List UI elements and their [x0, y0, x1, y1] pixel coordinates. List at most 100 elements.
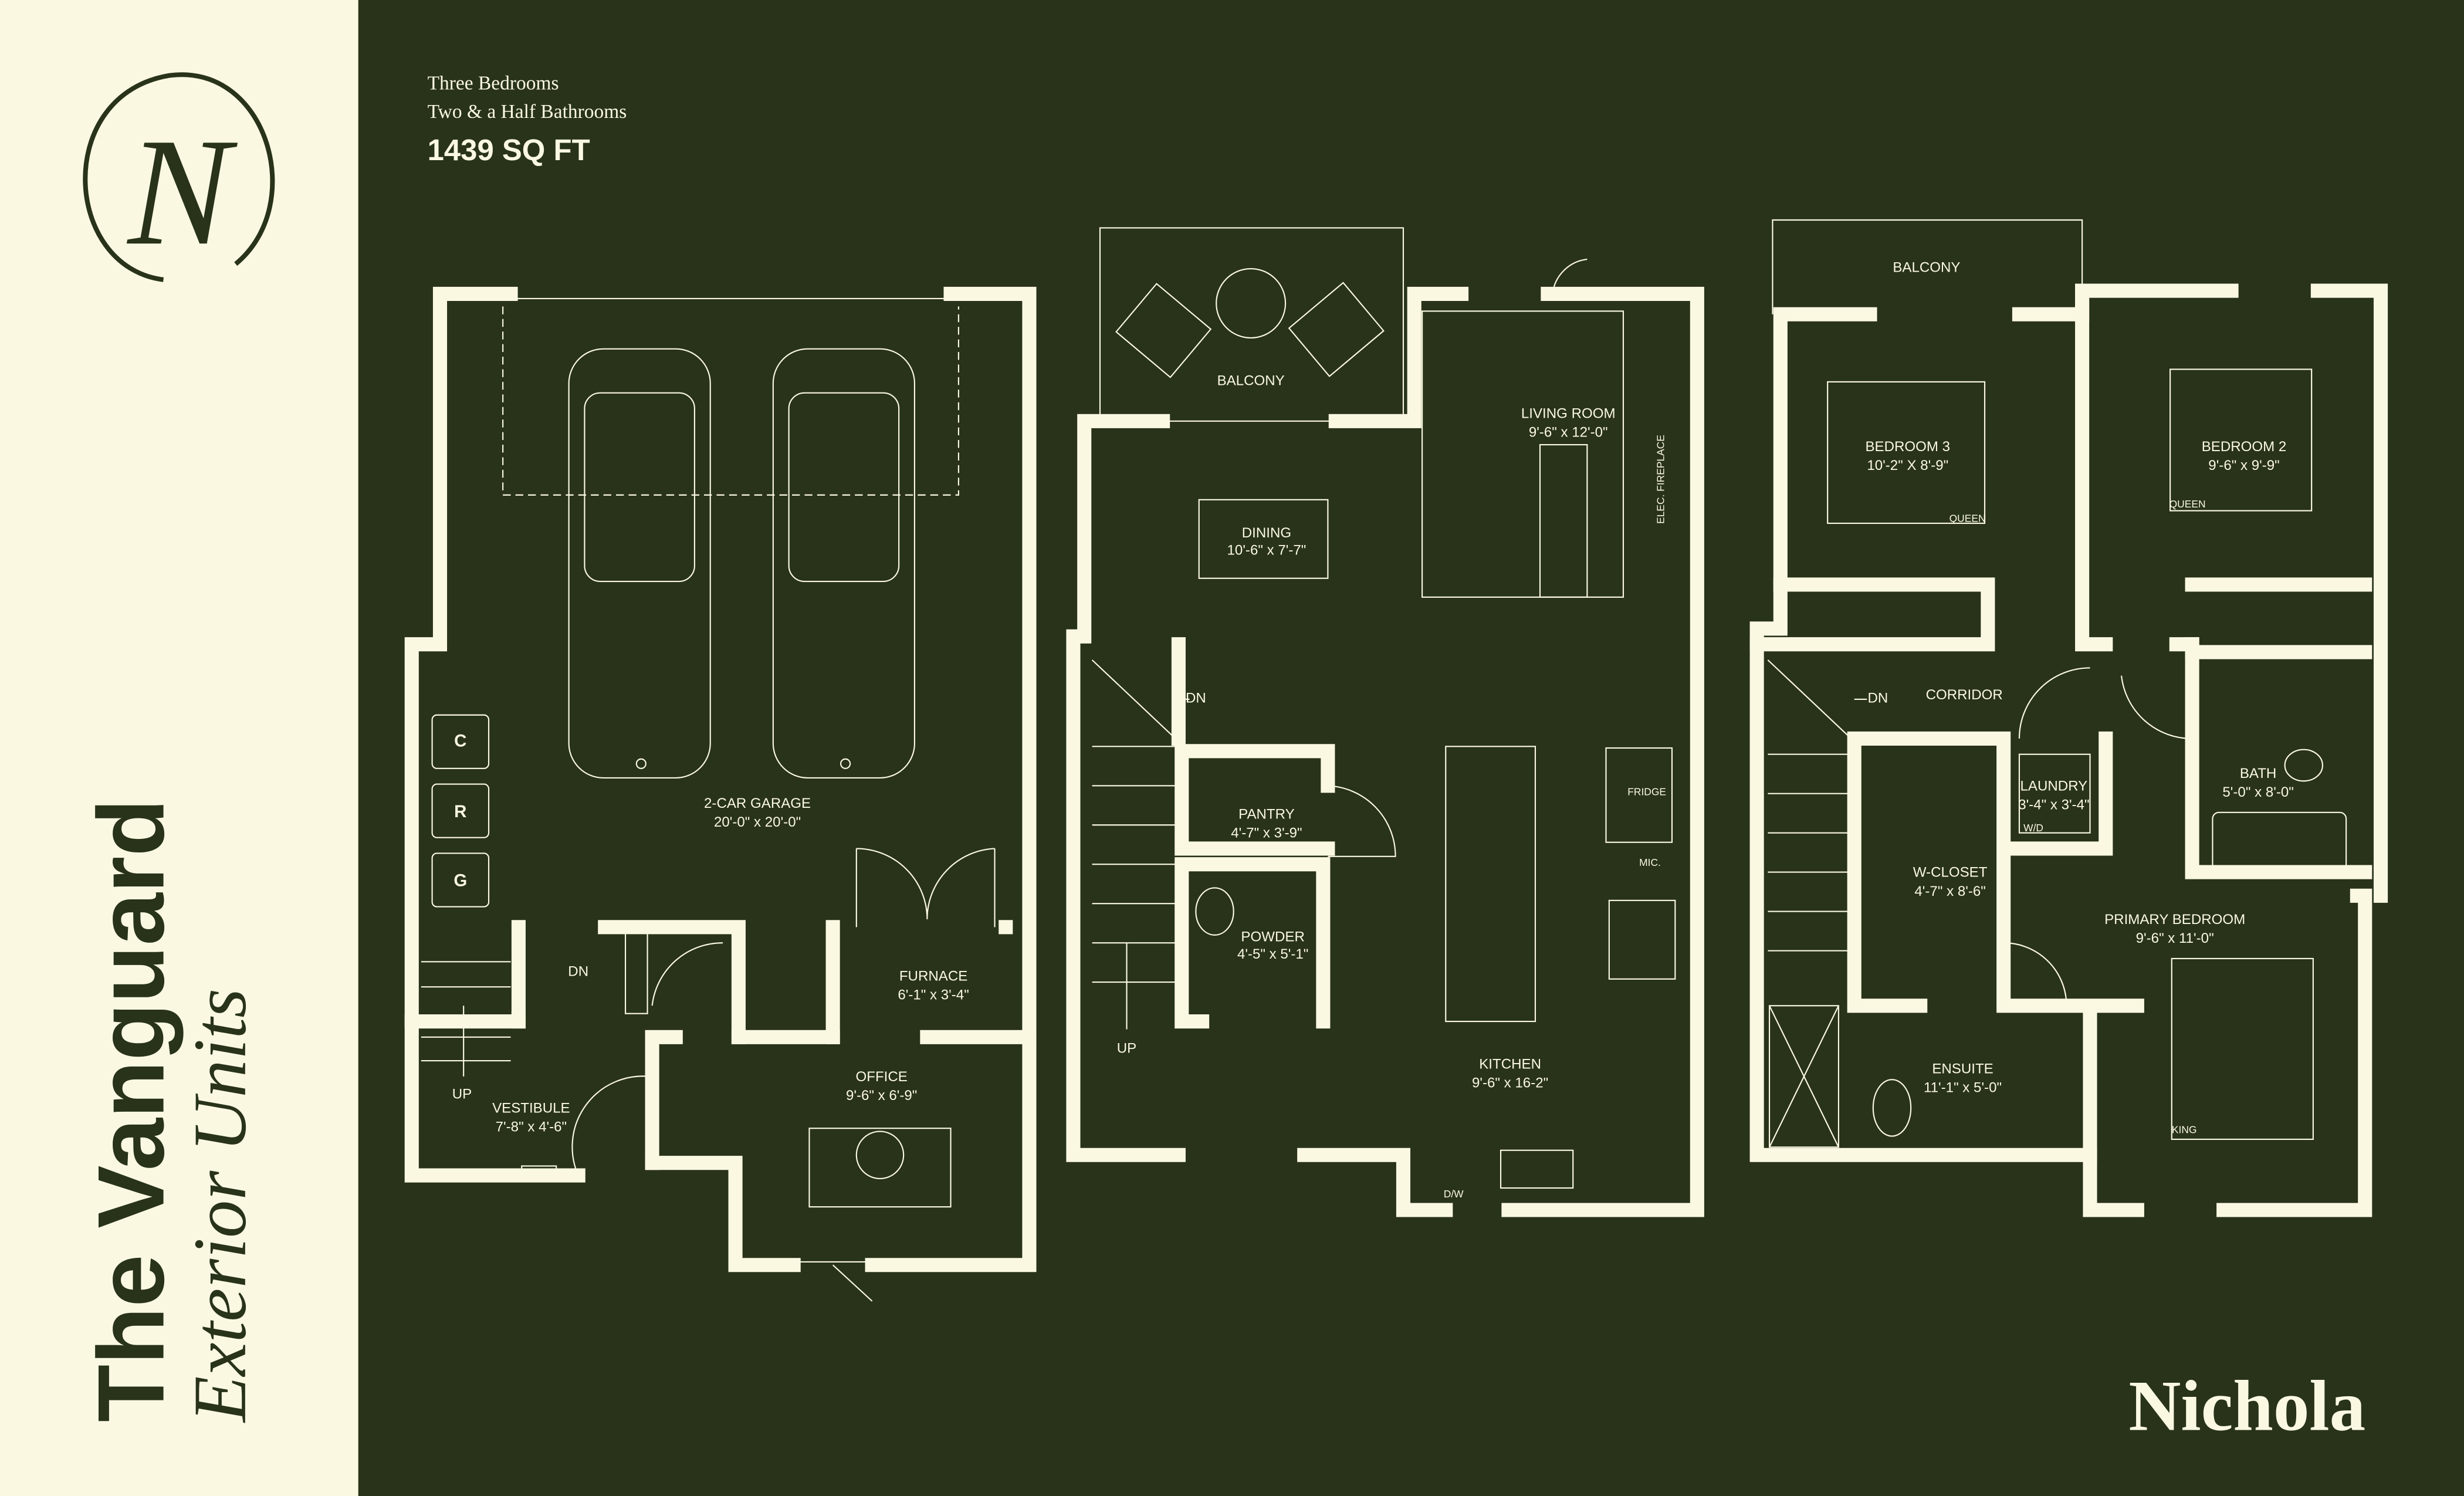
- bin-c-label: C: [454, 731, 466, 750]
- garage-dims: 20'-0" x 20'-0": [714, 814, 801, 830]
- bathtub: [2212, 811, 2347, 873]
- office-label: OFFICE: [856, 1069, 908, 1085]
- stair-dn-label: DN: [568, 963, 588, 979]
- laundry-dims: 3'-4" x 3'-4": [2018, 797, 2089, 813]
- stairs: [1767, 659, 1867, 952]
- kitchen-island: [1445, 746, 1536, 1023]
- stair-up-label: UP: [1117, 1041, 1136, 1057]
- balcony-table: [1216, 268, 1287, 339]
- front-door: [793, 1261, 873, 1302]
- stairs: [421, 926, 648, 1077]
- office-dims: 9'-6" x 6'-9": [846, 1088, 917, 1104]
- stairs: [1091, 659, 1190, 1030]
- ensuite-label: ENSUITE: [1932, 1061, 1993, 1077]
- bin-g-label: G: [453, 871, 467, 891]
- sink: [1500, 1149, 1574, 1189]
- wcloset-dims: 4'-7" x 8'-6": [1914, 884, 1985, 899]
- stove: [1608, 899, 1676, 980]
- vestibule-dims: 7'-8" x 4'-6": [496, 1119, 567, 1135]
- balcony-chair: [1115, 283, 1212, 378]
- stair-dn-label: DN: [1867, 690, 1888, 706]
- vent: [521, 1165, 557, 1178]
- toilet: [1195, 887, 1234, 936]
- door-swings: [571, 942, 723, 1176]
- bedroom3-label: BEDROOM 3: [1865, 439, 1950, 455]
- balcony-label: BALCONY: [1217, 373, 1285, 388]
- bed-king: [2171, 957, 2314, 1140]
- fireplace-label: ELEC. FIREPLACE: [1655, 435, 1667, 524]
- pantry-door: [1328, 785, 1396, 857]
- main-floor-plan: BALCONY DINING 10'-6" x 7'-7" LIVING ROO…: [1066, 227, 1704, 1217]
- bathrooms-text: Two & a Half Bathrooms: [428, 101, 627, 123]
- dining-table: [1198, 499, 1329, 579]
- bed-queen-2: [2169, 368, 2313, 512]
- bedrooms-text: Three Bedrooms: [428, 73, 559, 94]
- bedroom2-label: BEDROOM 2: [2202, 439, 2287, 455]
- laundry-label: LAUNDRY: [2020, 778, 2088, 794]
- area-text: 1439 SQ FT: [428, 133, 590, 167]
- wcloset-label: W-CLOSET: [1913, 865, 1988, 881]
- kitchen-label: KITCHEN: [1479, 1056, 1541, 1072]
- logo-emblem: N: [83, 72, 275, 282]
- bath-dims: 5'-0" x 8'-0": [2222, 784, 2293, 800]
- corridor-label: CORRIDOR: [1926, 687, 2003, 703]
- fridge: [1605, 747, 1673, 843]
- side-panel: N The Vanguard Exterior Units: [0, 0, 358, 1496]
- sofa: [1421, 310, 1624, 598]
- plan-subtitle: Exterior Units: [178, 989, 262, 1423]
- door-swings: [2003, 667, 2192, 1003]
- office-chair: [855, 1131, 905, 1179]
- toilet: [2284, 749, 2323, 782]
- pantry-label: PANTRY: [1238, 807, 1295, 823]
- furnace-dims: 6'-1" x 3'-4": [898, 987, 969, 1003]
- balcony-door: [1552, 258, 1588, 295]
- kitchen-dims: 9'-6" x 16-2": [1472, 1075, 1548, 1091]
- bin-compost: [431, 714, 490, 769]
- plan-title: The Vanguard: [79, 798, 184, 1422]
- bedroom3-dims: 10'-2" X 8'-9": [1867, 458, 1948, 473]
- upper-floor-plan: BALCONY BEDROOM 3 10'-2" X 8'-9" BEDROOM…: [1749, 219, 2388, 1217]
- dishwasher-label: D/W: [1444, 1188, 1464, 1200]
- garage-label: 2-CAR GARAGE: [704, 796, 811, 811]
- ground-floor-plan: C R G 2-CAR GARAGE 20'-0" x 20'-0" VESTI…: [404, 286, 1037, 1302]
- primary-bedroom-label: PRIMARY BEDROOM: [2104, 912, 2245, 928]
- vestibule-label: VESTIBULE: [492, 1100, 570, 1116]
- washer-dryer: [2018, 753, 2091, 834]
- furnace-label: FURNACE: [899, 968, 967, 984]
- living-label: LIVING ROOM: [1521, 406, 1616, 422]
- powder-label: POWDER: [1241, 929, 1304, 945]
- stair-dn-label: DN: [1186, 690, 1206, 706]
- bin-r-label: R: [454, 802, 466, 821]
- washer-dryer-label: W/D: [2023, 822, 2043, 834]
- shower: [1769, 1005, 1839, 1148]
- bath-label: BATH: [2240, 766, 2276, 781]
- bed-size-label: QUEEN: [2169, 498, 2206, 510]
- coffee-table: [1539, 444, 1588, 598]
- bedroom2-dims: 9'-6" x 9'-9": [2208, 458, 2279, 473]
- primary-bedroom-dims: 9'-6" x 11'-0": [2136, 930, 2214, 946]
- balcony-chair: [1288, 282, 1385, 377]
- microwave-label: MIC.: [1639, 857, 1661, 868]
- fridge-label: FRIDGE: [1627, 786, 1666, 797]
- ensuite-dims: 11'-1" x 5'-0": [1924, 1080, 2002, 1096]
- living-dims: 9'-6" x 12'-0": [1529, 425, 1608, 441]
- bed-size-label: KING: [2172, 1123, 2197, 1135]
- bin-recycling: [431, 783, 490, 838]
- car-left: [568, 348, 711, 779]
- furnace-doors: [855, 848, 996, 928]
- dining-dims: 10'-6" x 7'-7": [1227, 543, 1307, 559]
- bin-garbage: [431, 852, 490, 908]
- pantry-dims: 4'-7" x 3'-9": [1231, 825, 1302, 841]
- toilet: [1872, 1079, 1912, 1137]
- dining-label: DINING: [1242, 525, 1291, 541]
- desk: [808, 1128, 952, 1208]
- stair-up-label: UP: [452, 1086, 472, 1102]
- balcony-label: BALCONY: [1893, 259, 1960, 275]
- bed-queen-3: [1827, 381, 1986, 524]
- powder-dims: 4'-5" x 5'-1": [1237, 946, 1308, 962]
- bed-size-label: QUEEN: [1949, 512, 1986, 524]
- logo-letter: N: [126, 106, 239, 277]
- brand-logo: Nichola: [2128, 1366, 2365, 1446]
- car-right: [772, 348, 915, 779]
